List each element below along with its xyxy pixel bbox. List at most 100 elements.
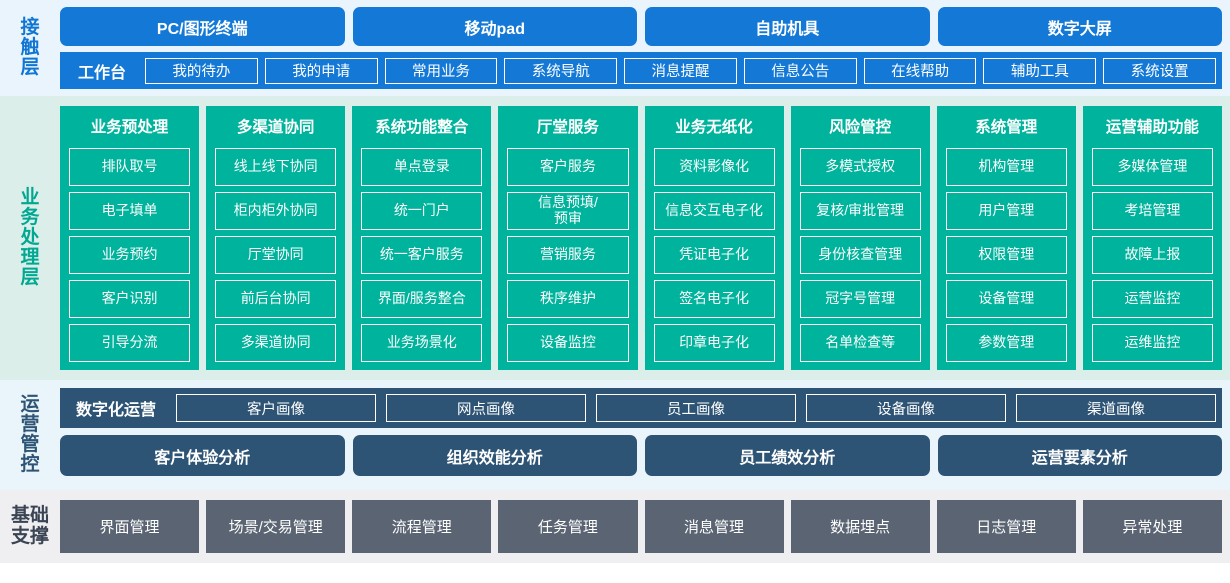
business-label-char: 层 — [20, 267, 40, 289]
business-item[interactable]: 信息交互电子化 — [653, 192, 775, 230]
business-item[interactable]: 故障上报 — [1091, 236, 1213, 274]
workbench-item-todo[interactable]: 我的待办 — [145, 57, 258, 84]
business-item[interactable]: 营销服务 — [507, 236, 629, 274]
business-item[interactable]: 业务预约 — [69, 236, 191, 274]
business-item[interactable]: 考培管理 — [1091, 192, 1213, 230]
business-label-char: 理 — [20, 247, 40, 269]
business-item[interactable]: 客户服务 — [507, 148, 629, 186]
portrait-item-employee[interactable]: 员工画像 — [596, 394, 797, 422]
workbench-row: 工作台 我的待办 我的申请 常用业务 系统导航 消息提醒 信息公告 在线帮助 辅… — [60, 52, 1222, 89]
business-layer-label: 业 务 处 理 层 — [0, 96, 60, 380]
business-item[interactable]: 运维监控 — [1091, 324, 1213, 362]
business-item[interactable]: 单点登录 — [361, 148, 483, 186]
foundation-item-message-management[interactable]: 消息管理 — [644, 500, 784, 553]
workbench-item-application[interactable]: 我的申请 — [264, 57, 378, 84]
channel-button-screen[interactable]: 数字大屏 — [937, 7, 1222, 47]
portrait-item-device[interactable]: 设备画像 — [806, 394, 1007, 422]
business-item[interactable]: 信息预填/ 预审 — [507, 192, 629, 230]
channel-button-pad[interactable]: 移动pad — [352, 7, 637, 47]
business-item[interactable]: 设备监控 — [507, 324, 629, 362]
portrait-item-branch[interactable]: 网点画像 — [386, 394, 587, 422]
business-layer-body: 业务预处理 排队取号 电子填单 业务预约 客户识别 引导分流 多渠道协同 线上线… — [60, 96, 1230, 380]
portrait-item-channel[interactable]: 渠道画像 — [1016, 394, 1217, 422]
business-item[interactable]: 统一客户服务 — [361, 236, 483, 274]
foundation-label-line: 基础 — [10, 504, 49, 526]
operations-label-char: 控 — [20, 454, 40, 476]
business-item[interactable]: 资料影像化 — [653, 148, 775, 186]
foundation-item-task-management[interactable]: 任务管理 — [498, 500, 638, 553]
business-column-risk-control: 风险管控 多模式授权 复核/审批管理 身份核查管理 冠字号管理 名单检查等 — [790, 106, 930, 370]
operations-label-char: 管 — [20, 434, 40, 455]
business-column-title: 系统功能整合 — [375, 119, 469, 136]
foundation-item-ui-management[interactable]: 界面管理 — [60, 500, 200, 553]
business-column-system-management: 系统管理 机构管理 用户管理 权限管理 设备管理 参数管理 — [936, 106, 1076, 370]
business-item[interactable]: 电子填单 — [69, 192, 191, 230]
business-item[interactable]: 界面/服务整合 — [361, 280, 483, 318]
business-item[interactable]: 签名电子化 — [653, 280, 775, 318]
analysis-item-customer-experience[interactable]: 客户体验分析 — [60, 435, 345, 476]
workbench-item-common-business[interactable]: 常用业务 — [384, 57, 498, 84]
business-item[interactable]: 冠字号管理 — [799, 280, 921, 318]
foundation-item-process-management[interactable]: 流程管理 — [352, 500, 492, 553]
business-column-title: 系统管理 — [975, 119, 1038, 136]
business-column-title: 多渠道协同 — [236, 119, 315, 136]
workbench-item-system-nav[interactable]: 系统导航 — [504, 57, 618, 84]
business-item[interactable]: 用户管理 — [945, 192, 1067, 230]
business-item[interactable]: 排队取号 — [69, 148, 191, 186]
business-column-operation-support: 运营辅助功能 多媒体管理 考培管理 故障上报 运营监控 运维监控 — [1082, 106, 1222, 370]
foundation-item-scene-transaction[interactable]: 场景/交易管理 — [206, 500, 346, 553]
business-item[interactable]: 身份核查管理 — [799, 236, 921, 274]
business-item[interactable]: 客户识别 — [69, 280, 191, 318]
business-item[interactable]: 多媒体管理 — [1091, 148, 1213, 186]
business-label-char: 务 — [20, 206, 40, 228]
foundation-label-line: 支撑 — [10, 525, 49, 547]
business-item[interactable]: 凭证电子化 — [653, 236, 775, 274]
workbench-item-message-alert[interactable]: 消息提醒 — [624, 57, 737, 84]
business-item[interactable]: 统一门户 — [361, 192, 483, 230]
business-column-system-integration: 系统功能整合 单点登录 统一门户 统一客户服务 界面/服务整合 业务场景化 — [352, 106, 492, 370]
business-column-lobby-service: 厅堂服务 客户服务 信息预填/ 预审 营销服务 秩序维护 设备监控 — [498, 106, 638, 370]
business-item[interactable]: 引导分流 — [69, 324, 191, 362]
business-item[interactable]: 柜内柜外协同 — [215, 192, 337, 230]
channel-button-pc[interactable]: PC/图形终端 — [60, 7, 345, 47]
business-item[interactable]: 参数管理 — [945, 324, 1067, 362]
business-item[interactable]: 线上线下协同 — [215, 148, 337, 186]
business-item[interactable]: 名单检查等 — [799, 324, 921, 362]
operations-label-char: 运 — [20, 393, 40, 415]
analysis-item-org-efficiency[interactable]: 组织效能分析 — [352, 435, 637, 476]
business-item[interactable]: 厅堂协同 — [215, 236, 337, 274]
touch-label-char: 触 — [20, 36, 40, 58]
business-item[interactable]: 权限管理 — [945, 236, 1067, 274]
channel-button-kiosk[interactable]: 自助机具 — [645, 7, 930, 47]
business-item[interactable]: 多模式授权 — [799, 148, 921, 186]
workbench-item-announcement[interactable]: 信息公告 — [743, 57, 857, 84]
business-layer: 业 务 处 理 层 业务预处理 排队取号 电子填单 业务预约 客户识别 引导分流… — [0, 96, 1230, 380]
business-label-char: 处 — [20, 226, 40, 248]
portrait-item-customer[interactable]: 客户画像 — [176, 394, 377, 422]
analysis-row: 客户体验分析 组织效能分析 员工绩效分析 运营要素分析 — [60, 435, 1222, 476]
analysis-item-operation-factors[interactable]: 运营要素分析 — [937, 435, 1222, 476]
workbench-item-settings[interactable]: 系统设置 — [1103, 57, 1217, 84]
business-item[interactable]: 印章电子化 — [653, 324, 775, 362]
business-item[interactable]: 设备管理 — [945, 280, 1067, 318]
business-item[interactable]: 业务场景化 — [361, 324, 483, 362]
business-item[interactable]: 运营监控 — [1091, 280, 1213, 318]
operations-layer: 运 营 管 控 数字化运营 客户画像 网点画像 员工画像 设备画像 渠道画像 客… — [0, 380, 1230, 490]
touch-layer: 接 触 层 PC/图形终端 移动pad 自助机具 数字大屏 工作台 我的待办 我… — [0, 0, 1230, 96]
business-item[interactable]: 复核/审批管理 — [799, 192, 921, 230]
touch-label-char: 接 — [20, 16, 40, 38]
business-column-title: 风险管控 — [829, 119, 892, 136]
workbench-title: 工作台 — [78, 64, 127, 82]
foundation-item-log-management[interactable]: 日志管理 — [936, 500, 1076, 553]
business-item[interactable]: 多渠道协同 — [215, 324, 337, 362]
business-item[interactable]: 秩序维护 — [507, 280, 629, 318]
workbench-item-online-help[interactable]: 在线帮助 — [863, 57, 977, 84]
analysis-item-employee-performance[interactable]: 员工绩效分析 — [645, 435, 930, 476]
workbench-item-tools[interactable]: 辅助工具 — [983, 57, 1097, 84]
digital-operations-title: 数字化运营 — [76, 402, 157, 419]
business-item[interactable]: 机构管理 — [945, 148, 1067, 186]
foundation-item-data-tracking[interactable]: 数据埋点 — [790, 500, 930, 553]
business-item[interactable]: 前后台协同 — [215, 280, 337, 318]
foundation-item-exception-handling[interactable]: 异常处理 — [1082, 500, 1222, 553]
